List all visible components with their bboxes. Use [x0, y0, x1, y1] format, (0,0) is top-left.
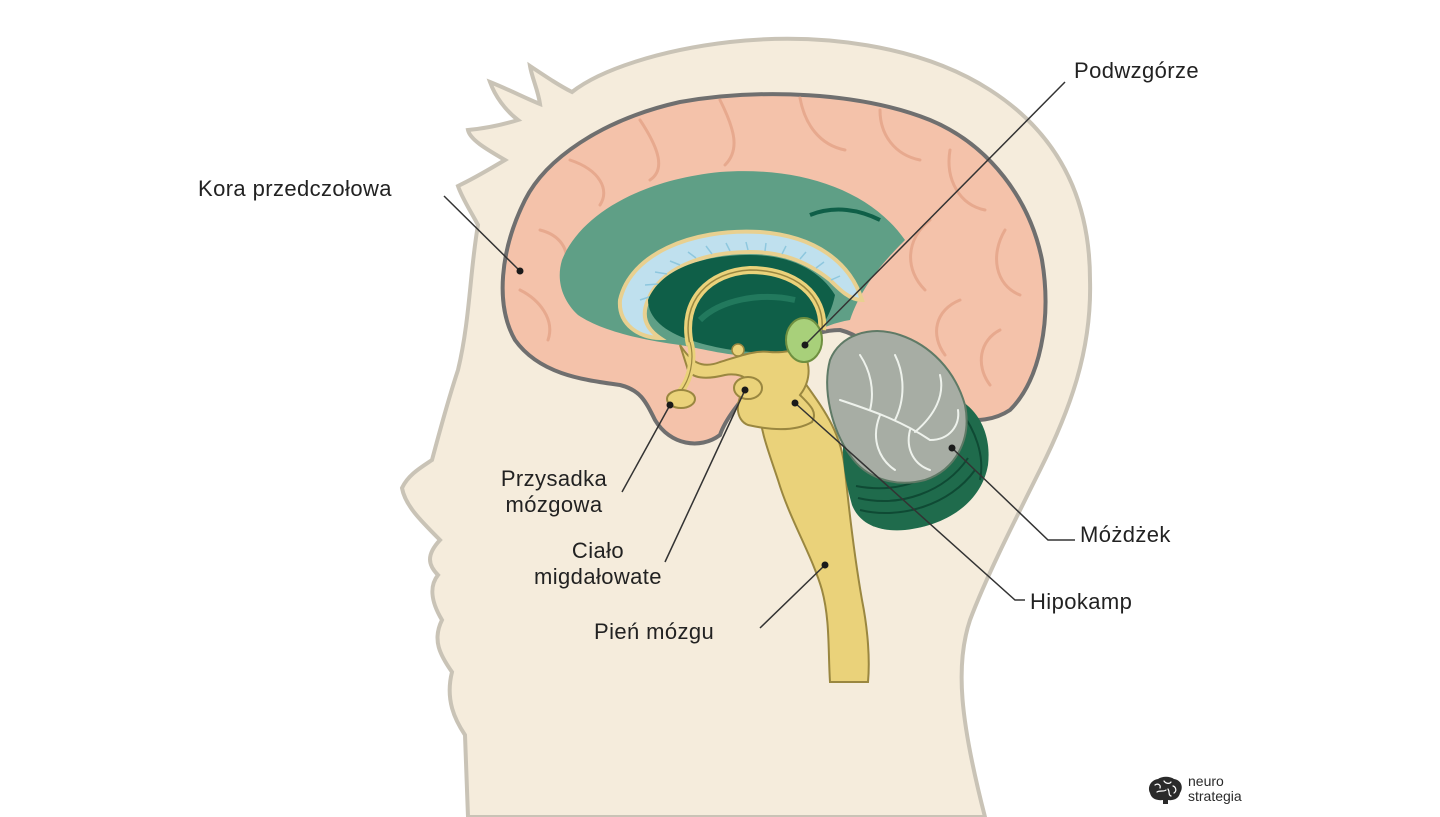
brand-logo: neuro strategia	[1146, 772, 1266, 808]
fornix-ring-outline	[687, 269, 823, 346]
label-prefrontal-cortex: Kora przedczołowa	[198, 176, 392, 201]
label-hypothalamus: Podwzgórze	[1074, 58, 1200, 83]
leader-brainstem	[759, 564, 826, 629]
brain-logo-icon	[1148, 776, 1182, 804]
amygdala	[733, 376, 763, 400]
pituitary-stalk-outline	[679, 341, 693, 393]
label-amygdala-line2: migdałowate	[534, 564, 662, 589]
label-cerebellum: Móżdżek	[1080, 522, 1171, 547]
leader-hypothalamus	[804, 81, 1066, 346]
medial-dark-streak	[809, 207, 881, 222]
leader-prefrontal	[443, 195, 521, 272]
label-brainstem: Pień mózgu	[594, 619, 715, 644]
label-pituitary-line1: Przysadka	[500, 466, 608, 491]
label-pituitary: Przysadka mózgowa	[484, 466, 624, 518]
leader-pituitary	[621, 404, 671, 493]
thalamus-highlight	[697, 293, 796, 323]
cerebellum-gray	[826, 330, 968, 484]
leader-cerebellum	[951, 447, 1075, 541]
leader-hippocampus	[794, 402, 1025, 601]
label-amygdala-line1: Ciało	[571, 538, 625, 563]
leader-amygdala	[664, 389, 746, 563]
hypothalamus-shape	[785, 317, 823, 363]
cerebellum-arbor	[839, 354, 960, 471]
cortex-gyri	[518, 96, 1022, 387]
mammillary-body	[731, 343, 745, 357]
label-pituitary-line2: mózgowa	[505, 492, 603, 517]
leader-dots	[516, 267, 956, 569]
logo-text-line2: strategia	[1188, 788, 1242, 804]
label-hippocampus: Hipokamp	[1030, 589, 1133, 614]
label-amygdala: Ciało migdałowate	[508, 538, 688, 590]
limbic-structures	[679, 344, 816, 431]
logo-text-line1: neuro	[1188, 773, 1224, 789]
leader-lines	[443, 81, 1075, 629]
pituitary-gland	[666, 389, 696, 409]
logo-text: neuro strategia	[1188, 774, 1242, 804]
